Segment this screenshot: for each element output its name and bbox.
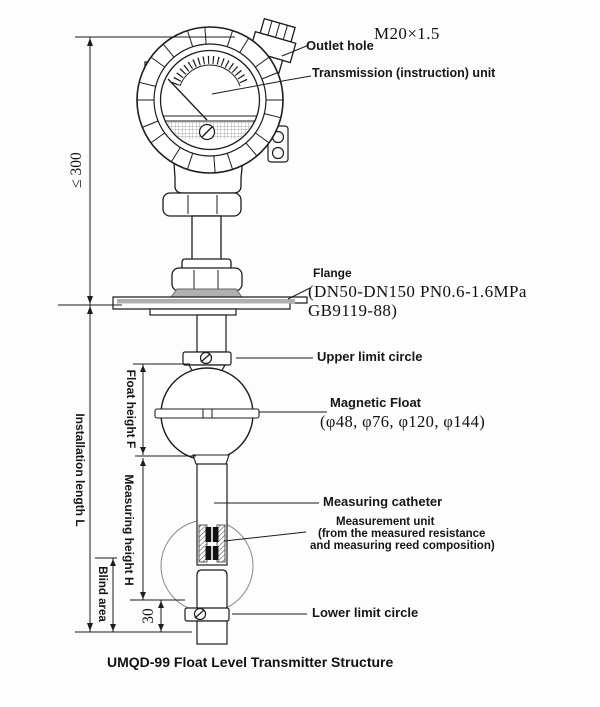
dimension-blind-area: Blind area bbox=[96, 566, 108, 622]
leader-lines bbox=[211, 44, 327, 615]
tube-bottom-end bbox=[196, 620, 228, 645]
lower-limit-collar bbox=[184, 607, 230, 622]
transmission-unit-label: Transmission (instruction) unit bbox=[312, 66, 496, 80]
flange-label: Flange bbox=[313, 266, 352, 280]
magnetic-float-sphere bbox=[154, 367, 260, 465]
measurement-unit-label-line1: Measurement unit bbox=[336, 516, 435, 528]
measuring-tube bbox=[184, 463, 230, 645]
dimension-installation-length: Installation length L bbox=[73, 413, 87, 527]
measuring-catheter-label: Measuring catheter bbox=[323, 494, 443, 509]
bezel-ribs bbox=[137, 27, 283, 173]
measurement-unit-label-line2: (from the measured resistance bbox=[318, 528, 486, 540]
magnetic-float-label: Magnetic Float bbox=[330, 395, 422, 410]
gauge-needle bbox=[167, 78, 208, 121]
dimension-measuring-height: Measuring height H bbox=[122, 474, 136, 586]
resistance-hatch-right bbox=[216, 524, 226, 563]
thread-spec-label: M20×1.5 bbox=[374, 24, 440, 43]
resistance-hatch-left bbox=[198, 524, 208, 563]
transmitter-head bbox=[136, 26, 284, 174]
dimension-max-height: ≤ 300 bbox=[68, 152, 85, 188]
flange-spec-line1: (DN50-DN150 PN0.6-1.6MPa bbox=[308, 282, 527, 301]
dimension-lines bbox=[58, 36, 235, 633]
outlet-hole-label: Outlet hole bbox=[306, 38, 374, 53]
upper-tube bbox=[182, 314, 232, 373]
dimension-bottom-offset: 30 bbox=[140, 608, 157, 624]
gauge-dial bbox=[159, 49, 261, 151]
upper-limit-circle-label: Upper limit circle bbox=[317, 349, 423, 364]
flange-plate bbox=[112, 296, 308, 316]
diagram-title: UMQD-99 Float Level Transmitter Structur… bbox=[107, 654, 394, 670]
float-diameters-label: (φ48, φ76, φ120, φ144) bbox=[320, 412, 486, 431]
dimension-float-height: Float height F bbox=[124, 369, 138, 449]
measurement-unit-label-line3: and measuring reed composition) bbox=[310, 540, 495, 552]
flange-spec-line2: GB9119-88) bbox=[308, 301, 398, 320]
lower-limit-circle-label: Lower limit circle bbox=[312, 605, 419, 620]
